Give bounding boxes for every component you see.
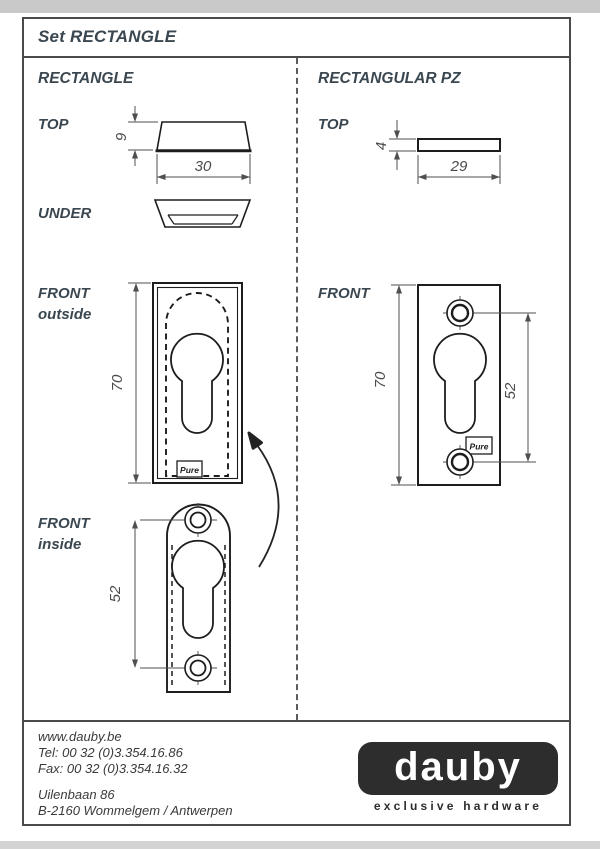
footer-fax: Fax: 00 32 (0)3.354.16.32	[38, 761, 188, 776]
left-under-view-label: UNDER	[38, 205, 92, 222]
footer-address-block: Uilenbaan 86 B-2160 Wommelgem / Antwerpe…	[38, 787, 233, 819]
front-outside-line1: FRONT	[38, 285, 90, 302]
header-separator	[22, 56, 571, 58]
footer-tel: Tel: 00 32 (0)3.354.16.86	[38, 745, 183, 760]
left-front-outside-label: FRONT outside	[38, 283, 91, 325]
left-front-inside-label: FRONT inside	[38, 513, 90, 555]
dauby-logo-text: dauby	[394, 744, 522, 789]
right-front-view-label: FRONT	[318, 285, 370, 302]
footer-address-line1: Uilenbaan 86	[38, 787, 115, 802]
front-inside-line1: FRONT	[38, 515, 90, 532]
page-title: Set RECTANGLE	[38, 27, 177, 46]
front-inside-line2: inside	[38, 536, 82, 553]
dauby-tagline: exclusive hardware	[373, 799, 543, 813]
footer-address-line2: B-2160 Wommelgem / Antwerpen	[38, 803, 233, 818]
footer-separator	[22, 720, 571, 722]
right-top-view-label: TOP	[318, 116, 349, 133]
right-column-heading: RECTANGULAR PZ	[318, 70, 461, 87]
dauby-logo: dauby	[358, 742, 558, 795]
scan-edge-bottom	[0, 841, 600, 849]
footer-contact-block: www.dauby.be Tel: 00 32 (0)3.354.16.86 F…	[38, 729, 188, 777]
left-column-heading: RECTANGLE	[38, 70, 134, 87]
footer-website: www.dauby.be	[38, 729, 122, 744]
left-top-view-label: TOP	[38, 116, 69, 133]
scan-edge-top	[0, 0, 600, 13]
column-divider-dashed	[296, 58, 298, 720]
front-outside-line2: outside	[38, 306, 92, 323]
